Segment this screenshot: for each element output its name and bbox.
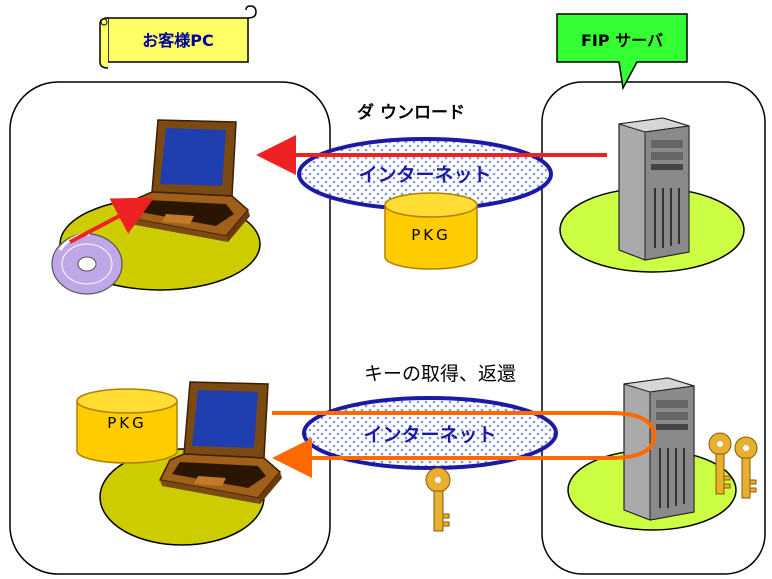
cd-disc-icon <box>51 232 123 295</box>
server-tower-icon <box>623 377 695 521</box>
pkg-cylinder-bottom: PKG <box>76 388 178 464</box>
key-exchange-arrow <box>272 411 657 478</box>
internet-label-bottom: インターネット <box>363 424 496 446</box>
laptop-icon <box>158 381 282 504</box>
pkg-label-top: PKG <box>411 226 451 244</box>
key-icon <box>708 432 732 495</box>
internet-label-top: インターネット <box>358 164 491 186</box>
ftp-server-callout: FIP サーバ <box>556 13 688 91</box>
customer-region-box <box>9 81 331 575</box>
customer-pc-scroll: お客様PC <box>99 5 257 69</box>
customer-pc-label: お客様PC <box>142 31 213 50</box>
laptop-icon <box>126 119 250 242</box>
download-label: ダ ウンロード <box>357 102 465 123</box>
server-tower-icon <box>618 117 690 261</box>
cd-to-laptop-arrow <box>69 197 155 244</box>
ftp-server-label: FIP サーバ <box>581 31 663 50</box>
server-region-box <box>541 81 766 575</box>
key-exchange-label: キーの取得、返還 <box>364 363 516 385</box>
pkg-cylinder-top: PKG <box>384 192 478 270</box>
key-icon <box>425 467 451 532</box>
key-icon <box>734 436 758 499</box>
internet-cloud-bottom: インターネット <box>302 396 558 470</box>
pkg-label-bottom: PKG <box>107 414 147 432</box>
